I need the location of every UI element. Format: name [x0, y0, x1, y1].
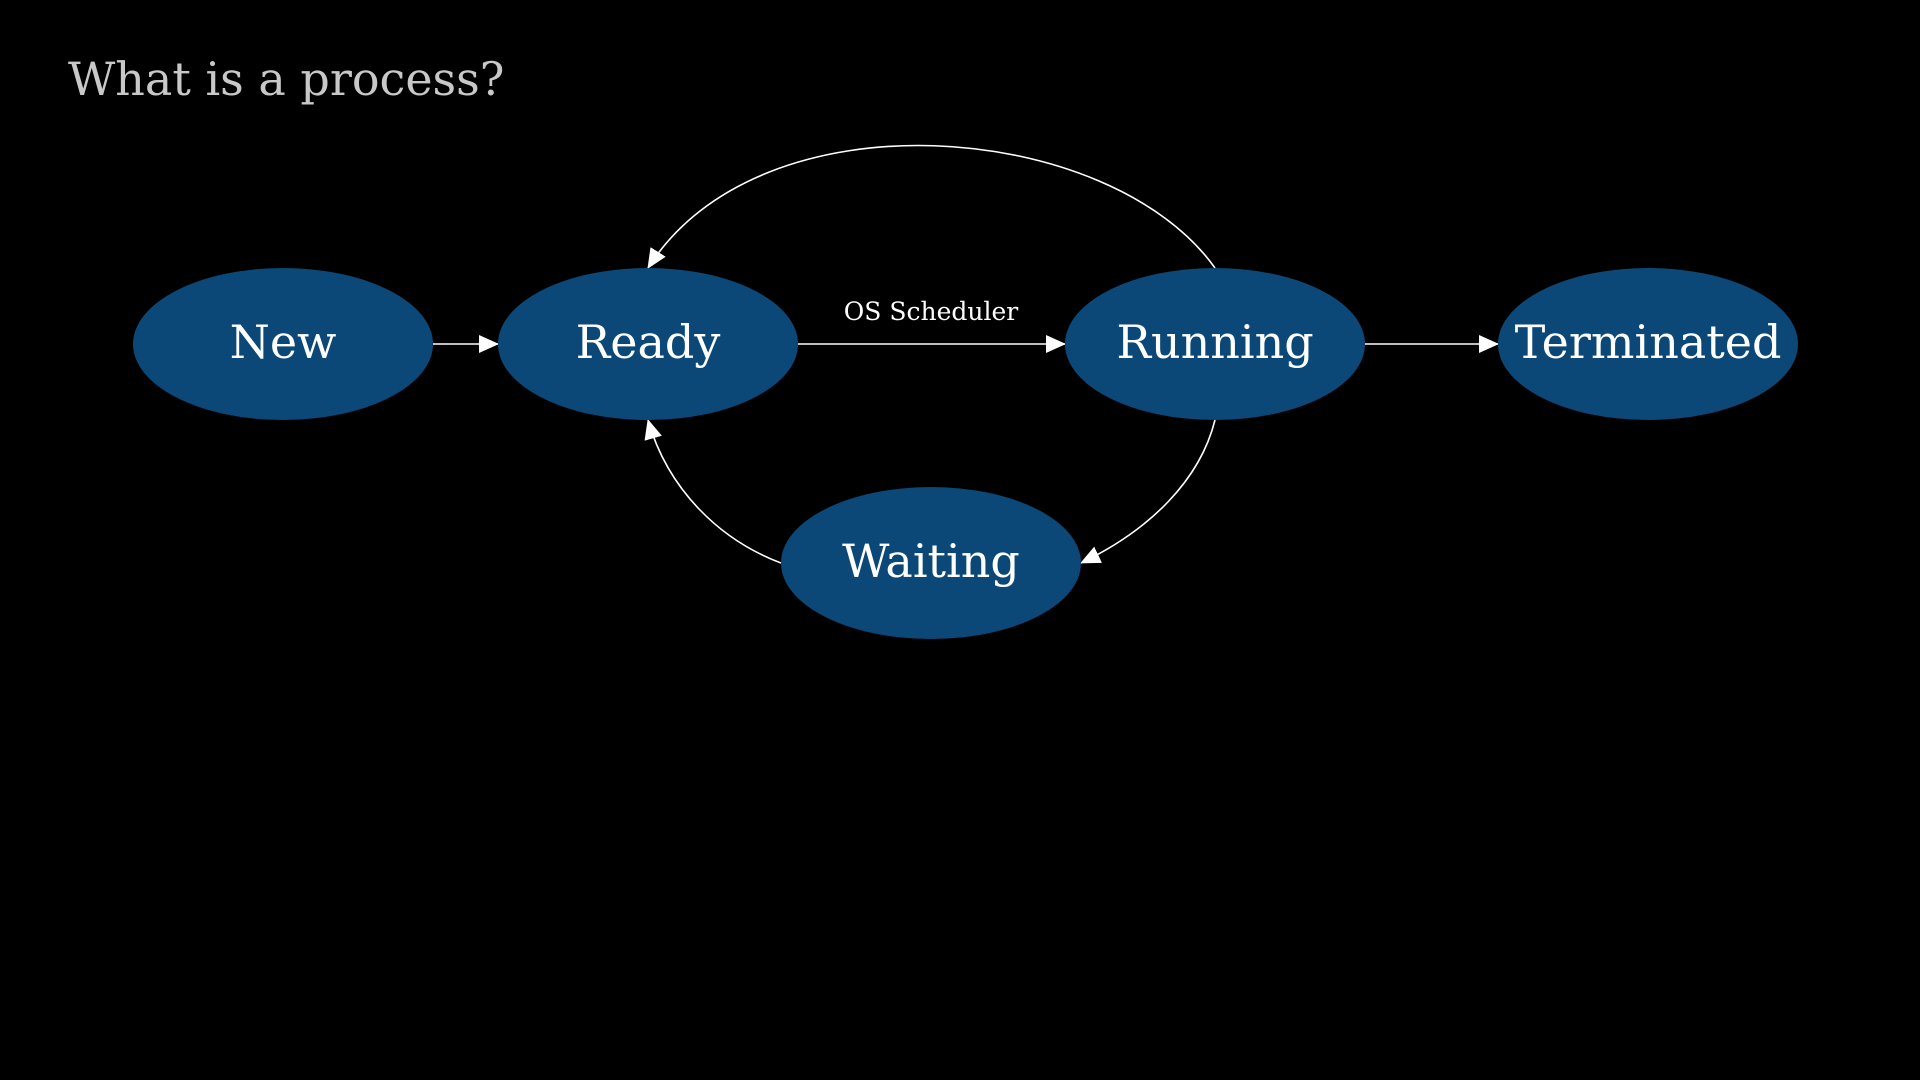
- node-ready-shape: [498, 268, 798, 420]
- node-waiting-label: Waiting: [842, 534, 1020, 588]
- node-waiting-shape: [781, 487, 1081, 639]
- edge-waiting-to-ready: [644, 419, 782, 564]
- edge-label-os-scheduler: OS Scheduler: [844, 297, 1018, 326]
- edges: OS Scheduler: [433, 144, 1499, 564]
- node-terminated-shape: [1498, 268, 1798, 420]
- node-terminated-label: Terminated: [1515, 315, 1782, 369]
- node-new: New: [133, 268, 433, 420]
- node-new-shape: [133, 268, 433, 420]
- node-ready-label: Ready: [576, 315, 721, 369]
- node-ready: Ready: [498, 268, 798, 420]
- node-terminated: Terminated: [1498, 268, 1798, 420]
- edge-running-to-ready: [647, 144, 1216, 269]
- node-waiting: Waiting: [781, 487, 1081, 639]
- slide-title: What is a process?: [68, 52, 505, 106]
- node-new-label: New: [230, 315, 337, 369]
- edge-running-to-waiting: [1080, 419, 1216, 564]
- node-running-label: Running: [1116, 315, 1313, 369]
- node-running: Running: [1065, 268, 1365, 420]
- node-running-shape: [1065, 268, 1365, 420]
